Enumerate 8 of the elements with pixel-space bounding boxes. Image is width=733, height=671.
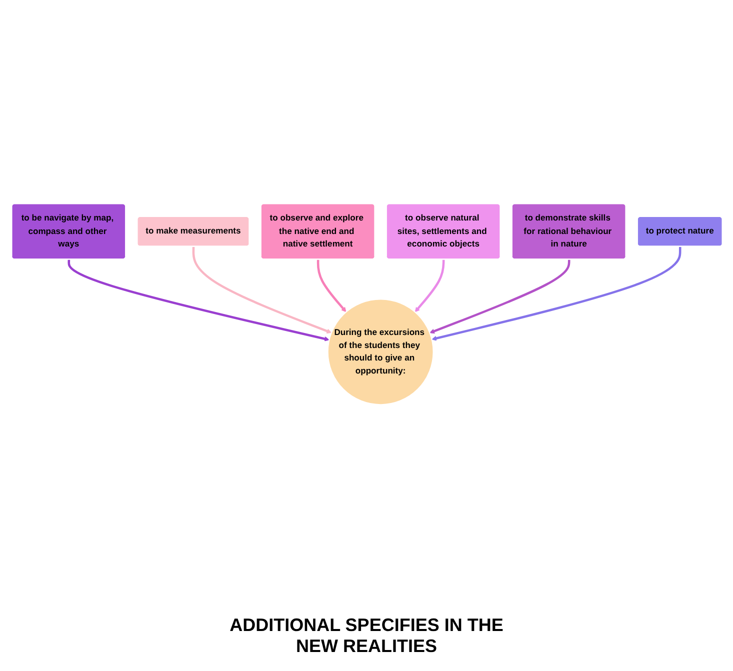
node-circle: During the excursions of the students they should to give an opportunity: xyxy=(326,298,434,406)
arrow xyxy=(429,260,570,334)
arrow xyxy=(67,260,329,342)
arrow xyxy=(316,260,346,313)
arrow xyxy=(414,260,444,313)
arrow xyxy=(192,247,332,334)
arrow xyxy=(431,247,681,342)
diagram-label: ADDITIONAL SPECIFIES IN THE NEW REALITIES xyxy=(228,615,504,657)
